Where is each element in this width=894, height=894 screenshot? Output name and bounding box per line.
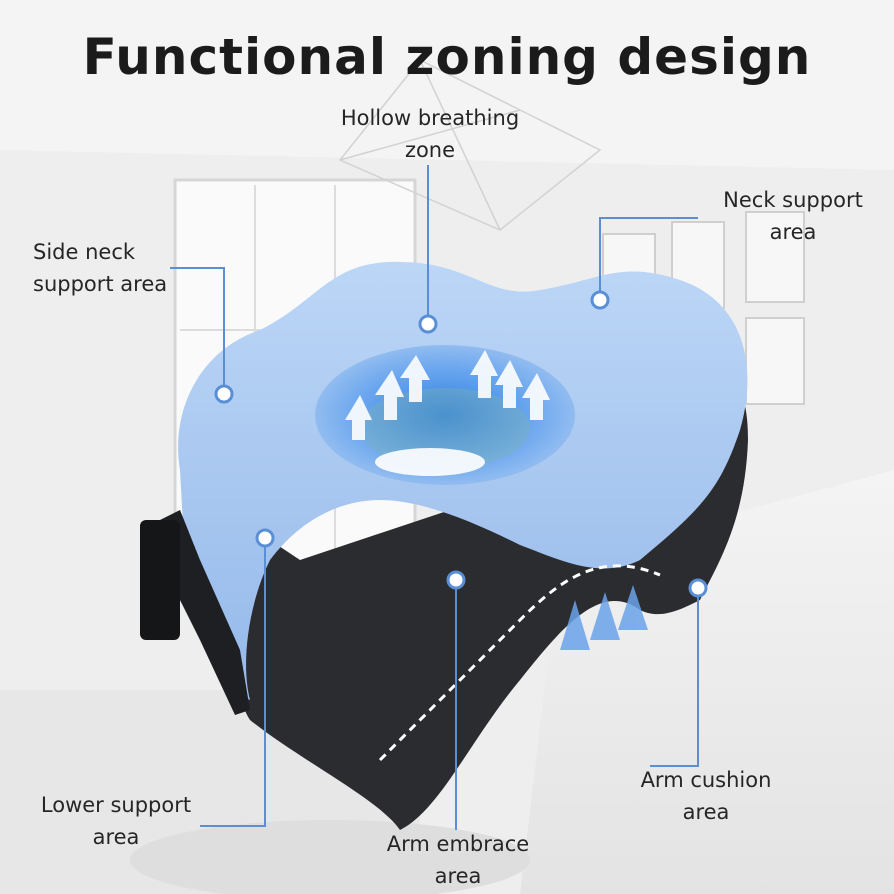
- page-title: Functional zoning design: [82, 28, 812, 86]
- label-neck-support: Neck support area: [723, 188, 863, 244]
- dot-neck: [590, 290, 610, 310]
- label-side-neck-support: Side neck support area: [33, 240, 168, 296]
- callout-dots: [214, 290, 708, 598]
- callout-lines: [170, 165, 699, 830]
- dot-arm-cushion: [688, 578, 708, 598]
- label-arm-embrace: Arm embrace area: [386, 832, 530, 888]
- dot-lower: [255, 528, 275, 548]
- dot-side-neck: [214, 384, 234, 404]
- label-lower-support: Lower support area: [40, 793, 192, 849]
- dot-arm-embrace: [446, 570, 466, 590]
- label-hollow-breathing: Hollow breathing zone: [340, 106, 520, 162]
- neck-pillow: [140, 261, 748, 830]
- label-arm-cushion: Arm cushion area: [640, 768, 772, 824]
- dot-hollow: [418, 314, 438, 334]
